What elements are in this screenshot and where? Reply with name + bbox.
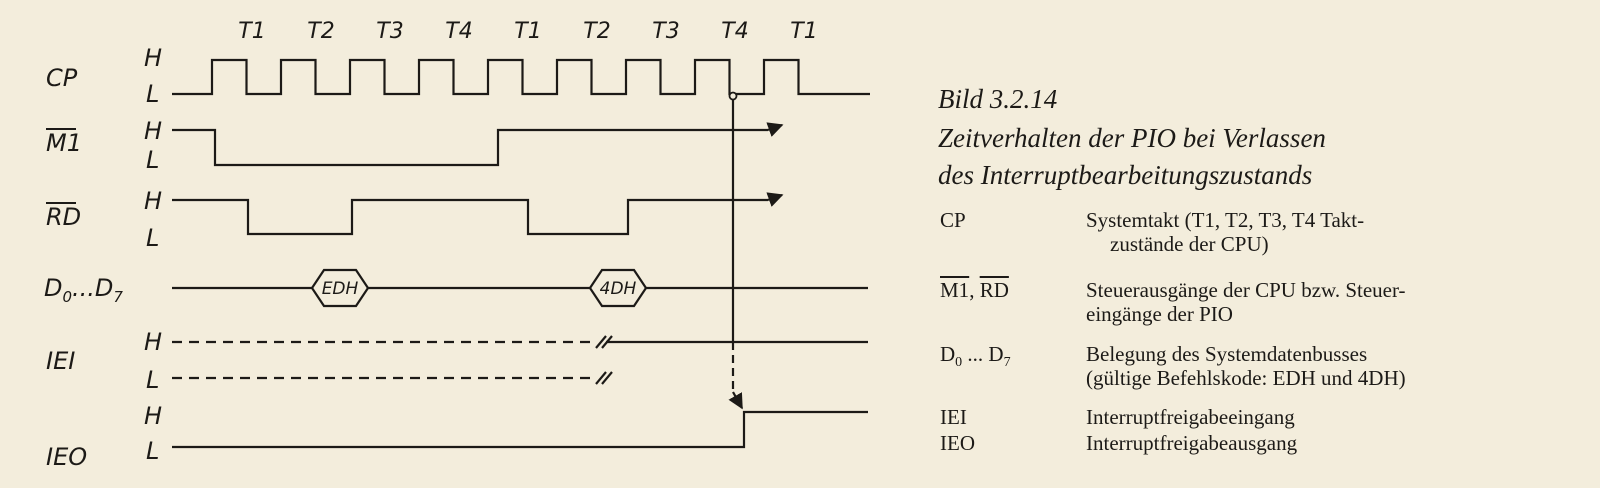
signal-label-ieo: IEO bbox=[46, 443, 87, 471]
t-state-label: T2 bbox=[307, 19, 334, 44]
legend-desc-data-bus-line-1: Belegung des Systemdatenbusses bbox=[1086, 342, 1368, 366]
cp-clock-waveform bbox=[172, 58, 870, 96]
level-h-rd: H bbox=[144, 187, 162, 215]
legend-desc-m1-rd-line-2: eingänge der PIO bbox=[1086, 302, 1233, 326]
level-h-m1: H bbox=[144, 117, 162, 145]
level-h-ieo: H bbox=[144, 402, 162, 430]
level-l-cp: L bbox=[146, 80, 159, 108]
signal-label-cp: CP bbox=[46, 64, 78, 92]
level-l-m1: L bbox=[146, 146, 159, 174]
legend-key-m1-rd: M1, RD bbox=[940, 278, 1009, 302]
t-state-label: T4 bbox=[721, 19, 748, 44]
legend-key-data-bus: D0 ... D7 bbox=[940, 342, 1011, 371]
m1-waveform bbox=[172, 128, 768, 167]
legend-key-iei: IEI bbox=[940, 405, 967, 429]
level-l-rd: L bbox=[146, 224, 159, 252]
level-l-iei: L bbox=[146, 366, 159, 394]
signal-label-iei: IEI bbox=[46, 347, 75, 375]
legend-desc-m1-rd-line-1: Steuerausgänge der CPU bzw. Steuer- bbox=[1086, 278, 1406, 302]
rd-continue-arrow bbox=[766, 192, 784, 207]
legend-desc-data-bus: Belegung des Systemdatenbusses (gültige … bbox=[1086, 342, 1546, 390]
legend-desc-iei: Interruptfreigabeeingang bbox=[1086, 405, 1295, 429]
level-h-iei: H bbox=[144, 328, 162, 356]
figure-number: Bild 3.2.14 bbox=[938, 84, 1058, 114]
bus-value-4dh: 4DH bbox=[600, 279, 637, 299]
t-state-label: T1 bbox=[514, 19, 541, 44]
t-state-label: T4 bbox=[445, 19, 472, 44]
ieo-trigger-arrow bbox=[728, 391, 743, 410]
legend-desc-ieo: Interruptfreigabeausgang bbox=[1086, 431, 1298, 455]
cp-edge-marker bbox=[728, 91, 738, 101]
legend-desc-data-bus-line-2: (gültige Befehlskode: EDH und 4DH) bbox=[1086, 366, 1406, 390]
bus-value-edh: EDH bbox=[322, 279, 359, 299]
t-state-label: T1 bbox=[238, 19, 265, 44]
t-state-label: T3 bbox=[376, 19, 403, 44]
signal-label-m1: M1 bbox=[46, 129, 82, 157]
t-state-label: T1 bbox=[790, 19, 817, 44]
signal-label-rd: RD bbox=[46, 203, 81, 231]
iei-break-mark-4 bbox=[601, 371, 613, 385]
iei-break-mark-1 bbox=[595, 335, 607, 349]
legend-key-ieo: IEO bbox=[940, 431, 975, 455]
t-state-label: T2 bbox=[583, 19, 610, 44]
m1-continue-arrow bbox=[766, 122, 784, 137]
level-l-ieo: L bbox=[146, 437, 159, 465]
legend-desc-m1-rd: Steuerausgänge der CPU bzw. Steuer- eing… bbox=[1086, 278, 1546, 326]
legend-key-cp: CP bbox=[940, 208, 966, 232]
legend-key-m1: M1 bbox=[940, 278, 970, 302]
level-h-cp: H bbox=[144, 44, 162, 72]
signal-label-data-bus: D0...D7 bbox=[44, 274, 123, 306]
figure-title-line-1: Zeitverhalten der PIO bei Verlassen bbox=[938, 123, 1326, 153]
t-state-label: T3 bbox=[652, 19, 679, 44]
t-state-labels: T1 T2 T3 T4 T1 T2 T3 T4 T1 bbox=[238, 19, 817, 44]
legend-desc-cp-line-2: zustände der CPU) bbox=[1110, 232, 1269, 256]
legend-desc-cp: Systemtakt (T1, T2, T3, T4 Takt- zuständ… bbox=[1086, 208, 1546, 256]
legend-key-rd: RD bbox=[979, 278, 1009, 302]
figure-title-line-2: des Interruptbearbeitungszustands bbox=[938, 160, 1313, 190]
ieo-waveform bbox=[172, 410, 868, 449]
rd-waveform bbox=[172, 198, 768, 236]
legend-desc-cp-line-1: Systemtakt (T1, T2, T3, T4 Takt- bbox=[1086, 208, 1365, 232]
iei-break-mark-3 bbox=[595, 371, 607, 385]
